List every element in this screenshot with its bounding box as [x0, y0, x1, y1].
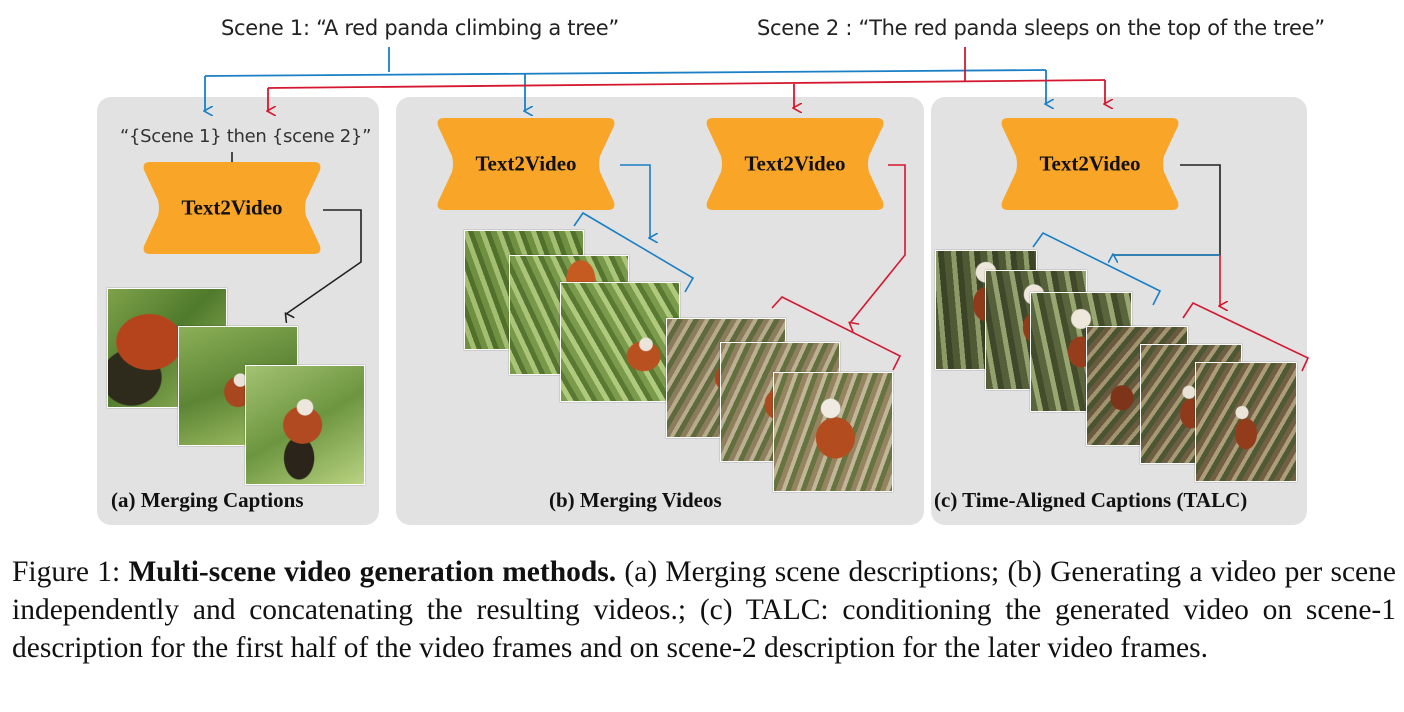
text2video-block-b1: Text2Video — [434, 116, 618, 212]
video-frame-image — [560, 282, 680, 402]
text2video-label: Text2Video — [1039, 151, 1141, 176]
scene-1-arrows — [205, 47, 1046, 111]
video-frame-image — [1195, 362, 1297, 482]
figure-caption: Figure 1: Multi-scene video generation m… — [12, 553, 1396, 667]
text2video-block-c: Text2Video — [998, 116, 1182, 212]
video-frame-image — [773, 372, 893, 492]
text2video-label: Text2Video — [181, 195, 283, 220]
scene-1-label: Scene 1: “A red panda climbing a tree” — [221, 16, 619, 40]
caption-bold-title: Multi-scene video generation methods. — [128, 556, 617, 588]
text2video-label: Text2Video — [475, 151, 577, 176]
panel-b-blue-arrows — [573, 164, 695, 293]
panel-c-title: (c) Time-Aligned Captions (TALC) — [934, 488, 1248, 512]
panel-b-title: (b) Merging Videos — [549, 488, 722, 512]
video-frame-image — [245, 365, 365, 485]
panel-a-title: (a) Merging Captions — [111, 488, 304, 512]
text2video-label: Text2Video — [744, 151, 846, 176]
merged-scene-caption: “{Scene 1} then {scene 2}” — [120, 126, 372, 147]
scene-2-arrows — [268, 47, 1105, 111]
figure: Scene 1: “A red panda climbing a tree” S… — [0, 16, 1325, 525]
caption-body: (a) Merging scene descriptions; (b) Gene… — [12, 556, 1396, 664]
text2video-block-b2: Text2Video — [703, 116, 887, 212]
panel-c-arrows — [1032, 164, 1310, 372]
panel-b-red-arrows — [771, 164, 906, 371]
scene-2-label: Scene 2 : “The red panda sleeps on the t… — [757, 16, 1325, 40]
caption-prefix: Figure 1: — [12, 556, 129, 588]
text2video-block-a: Text2Video — [140, 160, 324, 256]
flow-arrows — [0, 47, 1310, 372]
